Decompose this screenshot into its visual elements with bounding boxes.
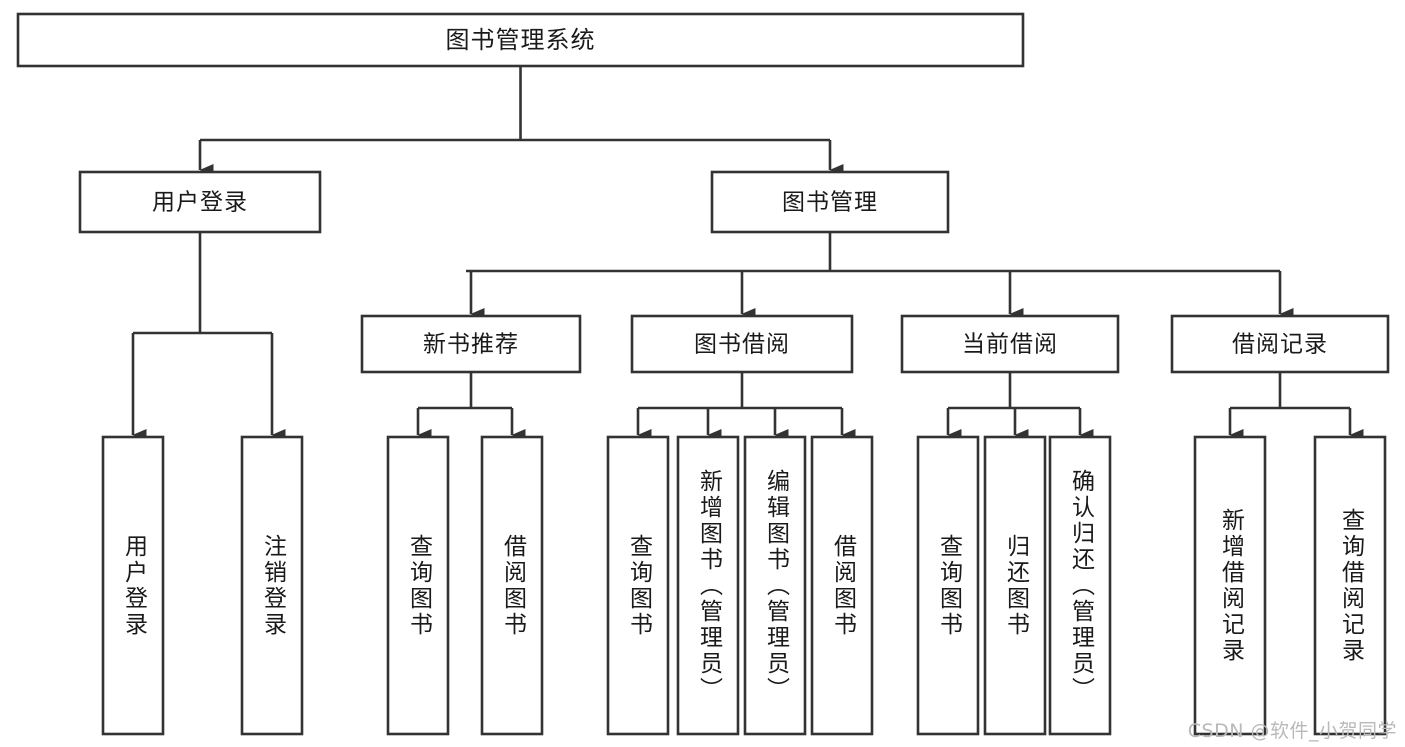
level3-new-book-recommend-box[interactable] — [360, 314, 582, 374]
level2-user-login-box[interactable] — [78, 170, 322, 234]
leaf-leaf-borrow-book-2-box[interactable] — [810, 435, 874, 736]
root-node-box[interactable] — [16, 12, 1025, 68]
level2-book-manage-box[interactable] — [710, 170, 950, 234]
leaf-leaf-query-book-2-box[interactable] — [606, 435, 670, 736]
connector-layer — [131, 66, 1364, 441]
level3-book-borrow-label: 图书借阅 — [694, 332, 790, 358]
leaf-leaf-edit-book-box[interactable] — [743, 435, 807, 736]
level3-current-borrow-label: 当前借阅 — [962, 332, 1058, 358]
leaf-leaf-add-book-box[interactable] — [676, 435, 740, 736]
level2-book-manage-label: 图书管理 — [782, 190, 878, 216]
level2-user-login-label: 用户登录 — [152, 190, 248, 216]
leaf-leaf-borrow-book-1-box[interactable] — [480, 435, 544, 736]
leaf-leaf-query-record-box[interactable] — [1313, 435, 1387, 736]
node-box-layer — [16, 12, 1390, 736]
level3-borrow-record-label: 借阅记录 — [1232, 332, 1328, 358]
leaf-leaf-user-login-box[interactable] — [101, 435, 165, 736]
level3-borrow-record-box[interactable] — [1170, 314, 1390, 374]
level3-book-borrow-box[interactable] — [630, 314, 854, 374]
watermark-text: CSDN @软件_小贺同学 — [1187, 720, 1397, 742]
leaf-leaf-query-book-1-box[interactable] — [386, 435, 450, 736]
leaf-leaf-confirm-return-box[interactable] — [1048, 435, 1112, 736]
level3-new-book-recommend-label: 新书推荐 — [423, 332, 519, 358]
leaf-leaf-query-book-3-box[interactable] — [916, 435, 980, 736]
leaf-leaf-add-record-box[interactable] — [1193, 435, 1267, 736]
leaf-leaf-logout-box[interactable] — [240, 435, 304, 736]
root-node-label: 图书管理系统 — [446, 26, 596, 54]
leaf-leaf-return-book-box[interactable] — [983, 435, 1047, 736]
level3-current-borrow-box[interactable] — [900, 314, 1120, 374]
